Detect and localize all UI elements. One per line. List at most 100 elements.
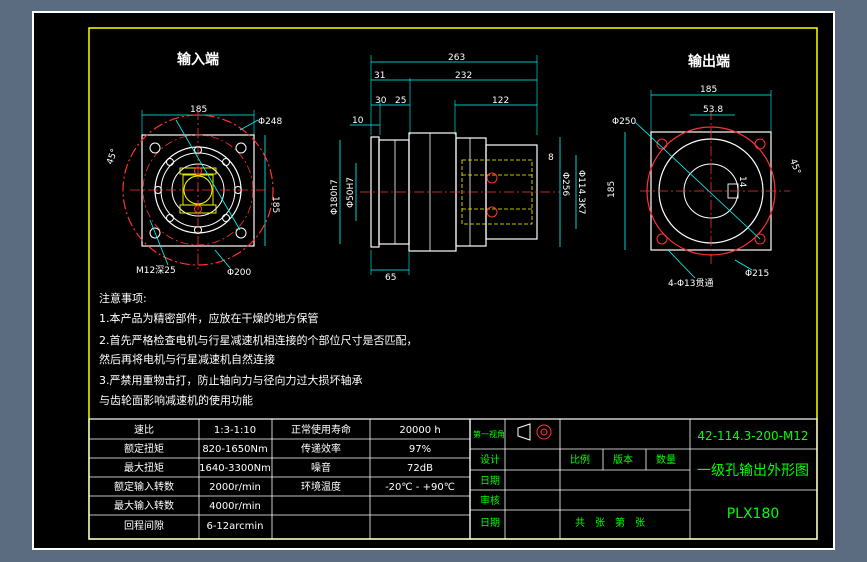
thread-label: M12深25 bbox=[136, 265, 176, 276]
output-end-title: 输出端 bbox=[688, 53, 730, 70]
dim-65: 65 bbox=[385, 273, 396, 283]
bolt-hole bbox=[235, 227, 247, 239]
projection-cone bbox=[517, 423, 531, 441]
leader-line bbox=[239, 119, 259, 131]
bolt-hole bbox=[222, 214, 230, 222]
bolt-hole bbox=[656, 138, 668, 150]
dia-180: Φ180h7 bbox=[330, 179, 340, 215]
keyway-label: 53.8 bbox=[703, 105, 723, 115]
leader-line bbox=[175, 119, 241, 231]
projection-circle-outer bbox=[536, 424, 552, 440]
pcd-dia-label: Φ215 bbox=[745, 269, 769, 279]
scale-label: 比例 bbox=[570, 453, 590, 466]
hole-label: 4-Φ13贯通 bbox=[668, 278, 714, 289]
spec-cell: 正常使用寿命 bbox=[291, 423, 351, 436]
review-label: 审核 bbox=[480, 494, 500, 507]
spec-table-grid bbox=[89, 419, 470, 539]
version-label: 版本 bbox=[613, 453, 633, 466]
input-end-view: 输入端 185 185 bbox=[105, 51, 282, 278]
dia-50: Φ50H7 bbox=[346, 177, 356, 208]
out-height-label: 185 bbox=[607, 181, 617, 198]
spec-cell: 4000r/min bbox=[209, 501, 261, 512]
note-line-2: 2.首先严格检查电机与行星减速机相连接的个部位尺寸是否匹配， bbox=[99, 333, 418, 347]
spec-cell: 2000r/min bbox=[209, 482, 261, 493]
drawing-title: 一级孔输出外形图 bbox=[697, 463, 809, 479]
key-label: 14 bbox=[737, 176, 747, 188]
note-line-5: 与齿轮面影响减速机的使用功能 bbox=[99, 393, 253, 407]
spec-cell: 1:3-1:10 bbox=[214, 425, 256, 436]
drawing-paper bbox=[32, 11, 835, 550]
screw-bottom bbox=[486, 206, 498, 218]
projection-label: 第一视角 bbox=[473, 429, 505, 439]
note-line-3: 然后再将电机与行星减速机自然连接 bbox=[99, 352, 275, 366]
spec-cell: 额定输入转数 bbox=[114, 480, 174, 493]
spec-cell: 回程间隙 bbox=[124, 519, 164, 532]
dim-8: 8 bbox=[548, 153, 554, 163]
dim-30: 30 bbox=[375, 96, 387, 106]
output-end-view: 输出端 185 53.8 185 14 Φ250 Φ215 4-Φ13贯通 45… bbox=[607, 53, 802, 289]
projection-circle-inner bbox=[540, 428, 548, 436]
spec-cell: 20000 h bbox=[399, 425, 440, 436]
spec-cell: 6-12arcmin bbox=[206, 521, 263, 532]
outer-dia-label: Φ250 bbox=[612, 117, 637, 127]
spec-cell: 72dB bbox=[407, 463, 433, 474]
model-number: PLX180 bbox=[727, 506, 780, 522]
dia-114: Φ114.3K7 bbox=[576, 170, 586, 214]
output-bolt-holes bbox=[656, 138, 766, 245]
leader-line bbox=[667, 249, 696, 279]
spec-cell: 速比 bbox=[134, 424, 154, 436]
bolt-hole bbox=[222, 158, 230, 166]
bolt-hole bbox=[166, 214, 174, 222]
extension-lines bbox=[370, 55, 538, 135]
screw-top bbox=[486, 172, 498, 184]
title-block-grid bbox=[470, 419, 817, 539]
bolt-hole bbox=[656, 233, 668, 245]
pcd-circle bbox=[122, 114, 274, 266]
note-line-1: 1.本产品为精密部件，应放在干燥的地方保管 bbox=[99, 311, 319, 325]
leader-line bbox=[634, 121, 761, 240]
notes-title: 注意事项: bbox=[99, 291, 147, 305]
dim-31: 31 bbox=[374, 71, 385, 81]
leader-line bbox=[734, 259, 753, 271]
spec-cell: 最大扭矩 bbox=[124, 461, 164, 474]
flange-dia-label: Φ200 bbox=[227, 268, 252, 278]
spec-cell: 噪音 bbox=[311, 461, 331, 474]
date-label-2: 日期 bbox=[480, 517, 500, 529]
leader-line bbox=[149, 219, 169, 266]
bolt-hole bbox=[754, 138, 766, 150]
date-label-1: 日期 bbox=[480, 475, 500, 487]
spec-cell: 额定扭矩 bbox=[124, 442, 164, 455]
quantity-label: 数量 bbox=[656, 453, 676, 466]
dim-10: 10 bbox=[352, 116, 364, 126]
spec-cell: 1640-3300Nm bbox=[199, 463, 271, 474]
spec-cell: 97% bbox=[409, 444, 431, 455]
spec-cell: 最大输入转数 bbox=[114, 499, 174, 512]
spec-cells: 速比 1:3-1:10 正常使用寿命 20000 h 额定扭矩 820-1650… bbox=[114, 423, 455, 532]
out-width-label: 185 bbox=[700, 85, 717, 95]
spec-cell: -20℃ - +90℃ bbox=[385, 482, 455, 493]
bolt-circle-label: Φ248 bbox=[258, 117, 283, 127]
bolt-hole bbox=[235, 142, 247, 154]
title-block: 第一视角 设计 日期 审核 日期 比例 版本 数量 共 张 第 张 42-114… bbox=[469, 418, 818, 540]
sheets-label: 共 张 第 张 bbox=[575, 516, 645, 529]
dim-width-label: 185 bbox=[190, 105, 207, 115]
bolt-hole bbox=[149, 142, 161, 154]
drawing-number: 42-114.3-200-M12 bbox=[697, 429, 808, 443]
note-line-4: 3.严禁用重物击打，防止轴向力与径向力过大损坏轴承 bbox=[99, 373, 363, 387]
leader-line bbox=[214, 249, 231, 269]
spec-cell: 传递效率 bbox=[301, 442, 341, 455]
dim-122: 122 bbox=[492, 96, 509, 106]
title-block-border bbox=[469, 418, 818, 540]
bolt-hole bbox=[149, 227, 161, 239]
design-label: 设计 bbox=[480, 453, 500, 466]
dim-height-label: 185 bbox=[270, 196, 280, 213]
title-block-labels: 第一视角 设计 日期 审核 日期 比例 版本 数量 共 张 第 张 42-114… bbox=[473, 429, 809, 529]
bolt-hole bbox=[754, 233, 766, 245]
side-view: 263 31 232 30 25 122 10 bbox=[330, 53, 586, 283]
dia-256: Φ256 bbox=[560, 172, 570, 197]
projection-symbol-icon bbox=[517, 423, 552, 441]
spec-cell: 820-1650Nm bbox=[202, 444, 267, 455]
input-end-title: 输入端 bbox=[177, 51, 219, 68]
spec-cell: 环境温度 bbox=[301, 480, 341, 493]
